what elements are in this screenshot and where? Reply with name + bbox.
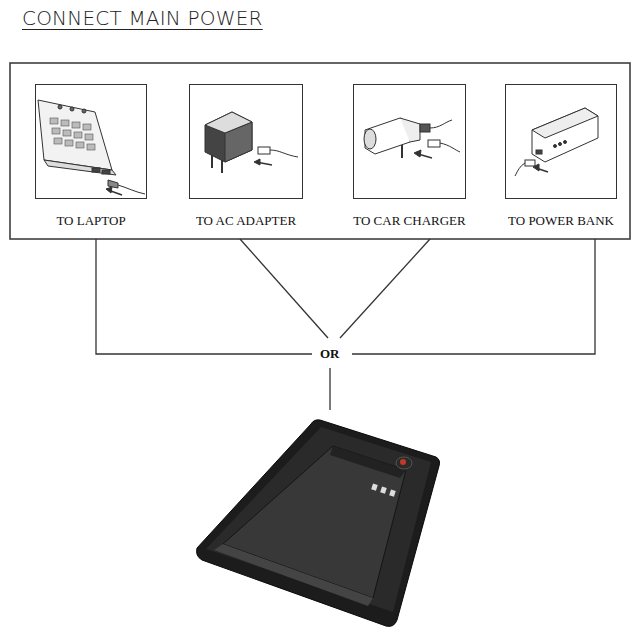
image-frame bbox=[505, 84, 617, 199]
panel-label: TO AC ADAPTER bbox=[196, 213, 296, 229]
image-frame bbox=[35, 84, 147, 199]
power-bank-icon bbox=[515, 108, 598, 176]
panel-label: TO LAPTOP bbox=[56, 213, 125, 229]
panel-label: TO CAR CHARGER bbox=[353, 213, 465, 229]
source-panel: TO AC ADAPTER bbox=[189, 84, 303, 233]
outer-panel bbox=[10, 63, 630, 239]
diagram-title: CONNECT MAIN POWER bbox=[22, 6, 263, 30]
branch-lines bbox=[96, 239, 595, 410]
or-label: OR bbox=[317, 346, 343, 362]
source-panel: TO CAR CHARGER bbox=[353, 84, 466, 233]
source-panel: TO POWER BANK bbox=[505, 84, 617, 233]
ac-adapter-icon bbox=[205, 112, 298, 173]
image-frame bbox=[353, 84, 466, 199]
battery-charger bbox=[197, 420, 440, 627]
image-frame bbox=[189, 84, 303, 199]
source-panel: TO LAPTOP bbox=[35, 84, 147, 233]
panel-label: TO POWER BANK bbox=[508, 213, 614, 229]
laptop-icon bbox=[38, 100, 145, 195]
car-charger-icon bbox=[364, 118, 460, 158]
